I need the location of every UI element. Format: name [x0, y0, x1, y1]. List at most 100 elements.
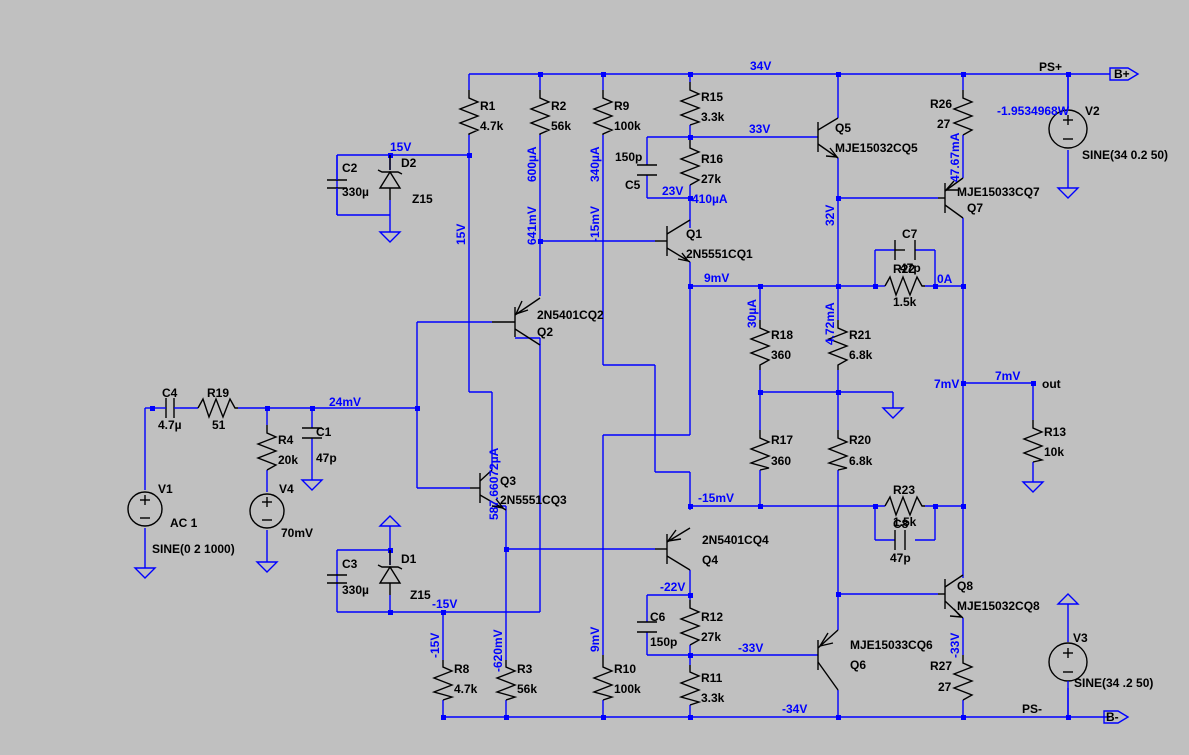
port-flags: [1103, 67, 1140, 724]
value-R1: 4.7k: [480, 119, 504, 133]
label-D1: D1: [401, 552, 417, 566]
model-Q2: 2N5401CQ2: [537, 308, 604, 322]
label-R16: R16: [701, 152, 723, 166]
current-label: 410µA: [692, 192, 728, 206]
wires: [144, 73, 1110, 718]
resistor-R19: [197, 397, 238, 420]
net-label: 23V: [662, 184, 683, 198]
model-Q4: 2N5401CQ4: [702, 533, 769, 547]
ground-icon: [1056, 593, 1080, 605]
net-label: 15V: [454, 224, 468, 245]
value-R20: 6.8k: [849, 454, 873, 468]
transistor-Q2: [492, 297, 541, 346]
net-label: -15mV: [698, 491, 734, 505]
resistor-R27: [952, 655, 974, 701]
value-R26: 27: [937, 117, 951, 131]
label-Q3: Q3: [500, 474, 516, 488]
resistor-R16: [679, 140, 701, 186]
port-flag-b-plus: [1109, 67, 1140, 81]
resistor-R8: [431, 660, 455, 701]
label-C5: C5: [625, 178, 641, 192]
label-Q5: Q5: [835, 121, 851, 135]
net-label: 33V: [749, 122, 770, 136]
value-D2: Z15: [412, 192, 433, 206]
value-V4: 70mV: [281, 526, 313, 540]
port-labels: PS+ B+ PS- B- out: [1022, 60, 1130, 724]
zener-D1: [377, 550, 403, 595]
net-label: 34V: [750, 59, 771, 73]
ground-icon: [300, 479, 324, 491]
resistor-R10: [591, 655, 615, 701]
capacitor-C8: [894, 530, 906, 550]
value-R21: 6.8k: [849, 348, 873, 362]
voltage-source-V4: [249, 493, 285, 529]
transistor-Q7: [938, 177, 964, 219]
model-Q6: MJE15033CQ6: [850, 638, 933, 652]
capacitor-symbols: [160, 155, 916, 633]
label-R4: R4: [278, 433, 294, 447]
resistor-R23: [884, 495, 925, 518]
value-R3: 56k: [517, 682, 537, 696]
model-Q5: MJE15032CQ5: [835, 141, 918, 155]
net-label: 9mV: [588, 627, 602, 652]
label-C1: C1: [316, 425, 332, 439]
label-R1: R1: [480, 99, 496, 113]
label-R2: R2: [551, 99, 567, 113]
label-V1: V1: [158, 482, 173, 496]
capacitor-C6: [637, 621, 657, 633]
resistor-R4: [256, 425, 278, 471]
label-R19: R19: [207, 386, 229, 400]
transistor-Q5: [817, 117, 839, 159]
label-V2: V2: [1085, 104, 1100, 118]
resistor-R9: [592, 90, 614, 135]
label-R15: R15: [701, 90, 723, 104]
label-Q6: Q6: [850, 658, 866, 672]
value-V1-ac: AC 1: [170, 516, 198, 530]
net-label: -15V: [428, 633, 442, 658]
resistor-R26: [952, 90, 974, 136]
transistor-Q4: [655, 527, 691, 571]
label-R3: R3: [517, 662, 533, 676]
model-Q8: MJE15032CQ8: [957, 599, 1040, 613]
value-R15: 3.3k: [701, 110, 725, 124]
current-label: 4.72mA: [823, 302, 837, 345]
value-R10: 100k: [614, 682, 641, 696]
net-label: 7mV: [995, 369, 1020, 383]
model-Q1: 2N5551CQ1: [686, 247, 753, 261]
label-R22: R22: [893, 262, 915, 276]
resistor-R3: [494, 660, 518, 701]
ground-icon: [1021, 481, 1045, 493]
net-labels: 34V 33V 23V 15V 15V 641mV -15mV 32V 9mV …: [329, 59, 1070, 716]
capacitor-C5: [637, 164, 657, 176]
label-C4: C4: [162, 386, 178, 400]
label-Q7: Q7: [967, 201, 983, 215]
current-label: 600µA: [525, 146, 539, 182]
resistor-R18: [749, 320, 771, 370]
capacitor-C3: [327, 574, 347, 584]
net-label: 641mV: [525, 206, 539, 245]
value-V1-sine: SINE(0 2 1000): [152, 542, 235, 556]
net-label: 32V: [823, 205, 837, 226]
ground-icon: [133, 567, 157, 579]
model-Q3: 2N5551CQ3: [500, 493, 567, 507]
value-R9: 100k: [614, 119, 641, 133]
label-R12: R12: [701, 610, 723, 624]
label-R13: R13: [1044, 425, 1066, 439]
net-label: 7mV: [934, 377, 959, 391]
label-R8: R8: [454, 662, 470, 676]
value-C5: 150p: [615, 150, 642, 164]
value-V2: SINE(34 0.2 50): [1082, 148, 1168, 162]
label-R17: R17: [771, 433, 793, 447]
value-C2: 330µ: [342, 185, 369, 199]
value-R22: 1.5k: [893, 295, 917, 309]
net-label: 9mV: [704, 271, 729, 285]
current-labels: 600µA 340µA 410µA 47.67mA 30µA 4.72mA 58…: [487, 132, 962, 520]
net-label: -33V: [738, 641, 763, 655]
model-Q7: MJE15033CQ7: [957, 185, 1040, 199]
ground-icon: [378, 515, 402, 527]
value-C1: 47p: [316, 451, 337, 465]
value-D1: Z15: [410, 588, 431, 602]
ground-icon: [881, 407, 905, 419]
label-R10: R10: [614, 662, 636, 676]
resistor-R20: [826, 430, 849, 471]
